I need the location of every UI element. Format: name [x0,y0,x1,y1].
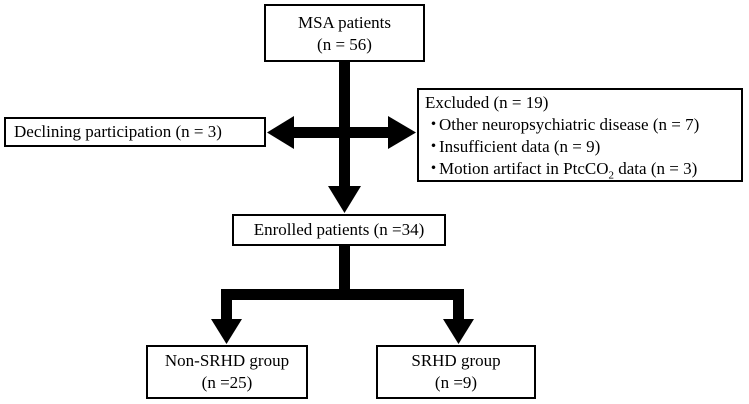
excluded-box: Excluded (n = 19) ・Other neuropsychiatri… [417,88,743,182]
excluded-item: ・Motion artifact in PtcCO2 data (n = 3) [425,158,741,182]
excluded-item-text: Other neuropsychiatric disease (n = 7) [439,115,700,134]
excluded-item-text: Insufficient data (n = 9) [439,137,601,156]
arrowhead-to-non-srhd [211,319,242,344]
srhd-count: (n =9) [434,373,478,392]
excluded-item: ・Other neuropsychiatric disease (n = 7) [425,114,741,136]
excluded-item-text-pre: Motion artifact in PtcCO [439,159,609,178]
non-srhd-count: (n =25) [201,373,253,392]
declining-label: Declining participation (n = 3) [14,122,222,141]
msa-title: MSA patients [297,13,392,32]
bullet: ・ [425,159,442,178]
non-srhd-box: Non-SRHD group (n =25) [146,345,308,399]
excluded-item: ・Insufficient data (n = 9) [425,136,741,158]
srhd-box: SRHD group (n =9) [376,345,536,399]
trunk-line [339,62,350,188]
non-srhd-title: Non-SRHD group [164,351,290,370]
horizontal-line [288,127,393,138]
arrowhead-to-enrolled [328,186,361,213]
arrowhead-to-srhd [443,319,474,344]
right-drop-line [453,289,464,323]
enrolled-box: Enrolled patients (n =34) [232,214,446,246]
excluded-title: Excluded (n = 19) [425,93,549,112]
msa-count: (n = 56) [317,35,372,54]
stem-line [339,246,350,294]
msa-patients-box: MSA patients (n = 56) [264,4,425,62]
branch-line [221,289,464,300]
enrolled-label: Enrolled patients (n =34) [253,220,425,239]
excluded-item-text-post: data (n = 3) [614,159,698,178]
srhd-title: SRHD group [411,351,501,370]
declining-box: Declining participation (n = 3) [4,117,266,147]
arrowhead-to-declining [267,116,294,149]
bullet: ・ [425,137,442,156]
excluded-item-subscript: 2 [608,169,615,182]
left-drop-line [221,289,232,323]
arrowhead-to-excluded [388,116,416,149]
bullet: ・ [425,115,442,134]
